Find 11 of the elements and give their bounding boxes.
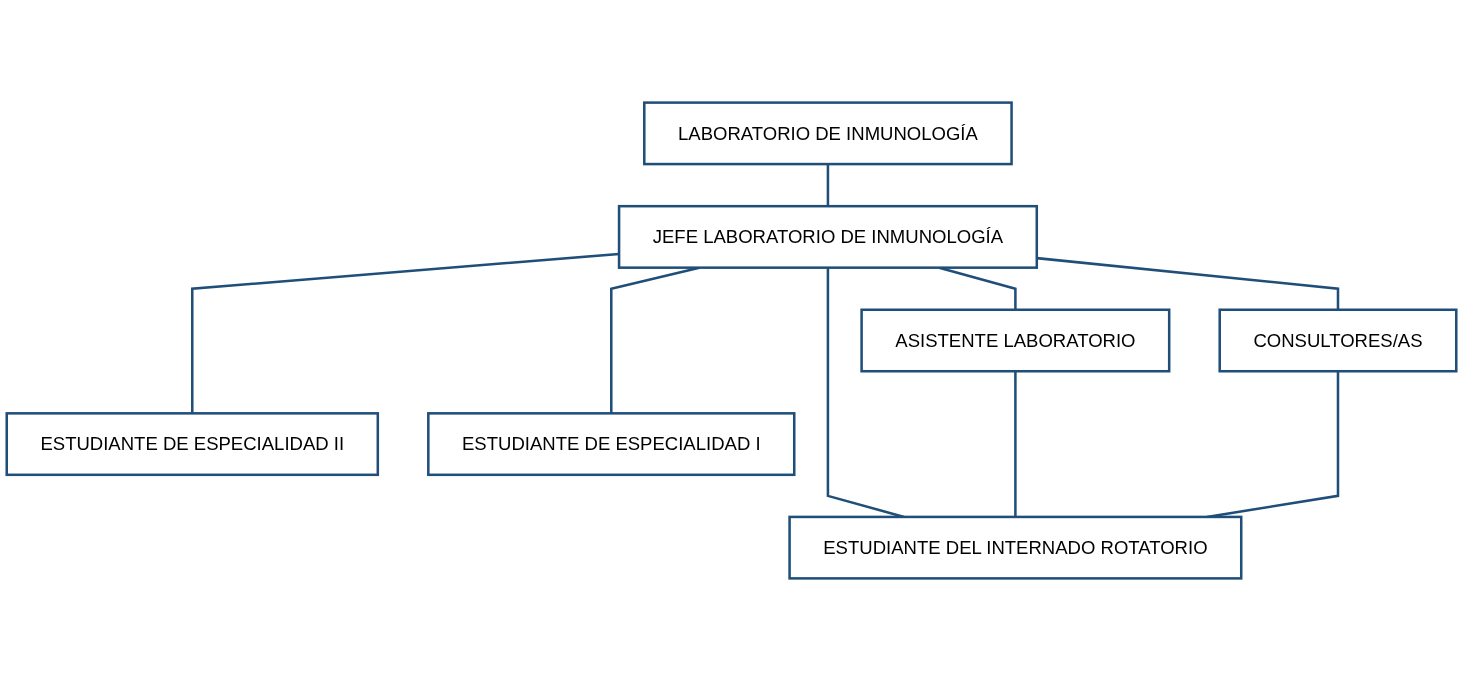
node-box: CONSULTORES/AS [1218,308,1458,373]
node-box: JEFE LABORATORIO DE INMUNOLOGÍA [617,204,1039,269]
node-box: ESTUDIANTE DEL INTERNADO ROTATORIO [788,515,1243,580]
node-box: ASISTENTE LABORATORIO [860,308,1171,373]
node-box: ESTUDIANTE DE ESPECIALIDAD II [5,412,380,477]
connector [826,164,830,207]
connector [191,252,620,414]
node-box: LABORATORIO DE INMUNOLOGÍA [643,101,1013,166]
connector [1036,256,1340,310]
connector [1014,371,1017,517]
node-box: ESTUDIANTE DE ESPECIALIDAD I [427,412,796,477]
